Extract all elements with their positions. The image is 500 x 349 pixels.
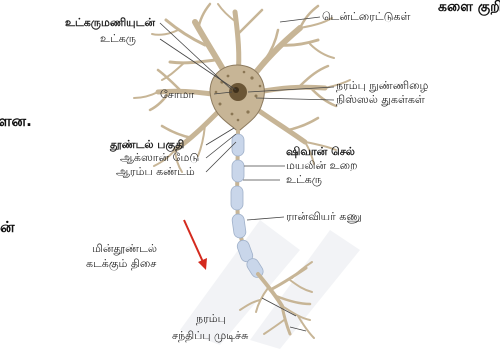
label-synaptic-terminal-1: நரம்பு bbox=[196, 313, 226, 324]
label-node-of-ranvier: ரான்வியர் கணு bbox=[286, 211, 362, 222]
label-axon-hillock: ஆக்ஸான் மேடு bbox=[120, 152, 199, 163]
label-myelin-sheath: மயலின் உறை bbox=[286, 160, 358, 171]
page-text-fragment-mid: ளன. bbox=[0, 114, 32, 129]
label-nucleus-ribosomes: உட்கருமணியுடன் bbox=[65, 17, 155, 28]
label-schwann-nucleus: உட்கரு bbox=[286, 174, 322, 185]
label-soma: சோமா bbox=[160, 89, 194, 100]
page-text-fragment-left: ன் bbox=[0, 220, 15, 235]
label-neurofibrils: நரம்பு நுண்ணிழை bbox=[336, 80, 428, 91]
label-synaptic-terminal-2: சந்திப்பு முடிச்சு bbox=[172, 330, 248, 341]
label-nissl-granules: நிஸ்ஸல் துகள்கள் bbox=[336, 94, 425, 105]
page-text-fragment-top: களை குறி. bbox=[438, 0, 500, 14]
label-dendrites: டென்ட்ரைட்டுகள் bbox=[322, 11, 410, 22]
label-schwann-cell: ஷிவான் செல் bbox=[286, 146, 355, 157]
impulse-direction-arrow bbox=[184, 220, 207, 270]
label-impulse-direction-1: மின்தூண்டல் bbox=[92, 243, 157, 254]
label-trigger-zone: தூண்டல் பகுதி bbox=[110, 139, 184, 150]
label-nucleus: உட்கரு bbox=[100, 33, 136, 44]
label-initial-segment: ஆரம்ப கண்டம் bbox=[116, 166, 195, 177]
label-impulse-direction-2: கடக்கும் திசை bbox=[86, 258, 156, 269]
